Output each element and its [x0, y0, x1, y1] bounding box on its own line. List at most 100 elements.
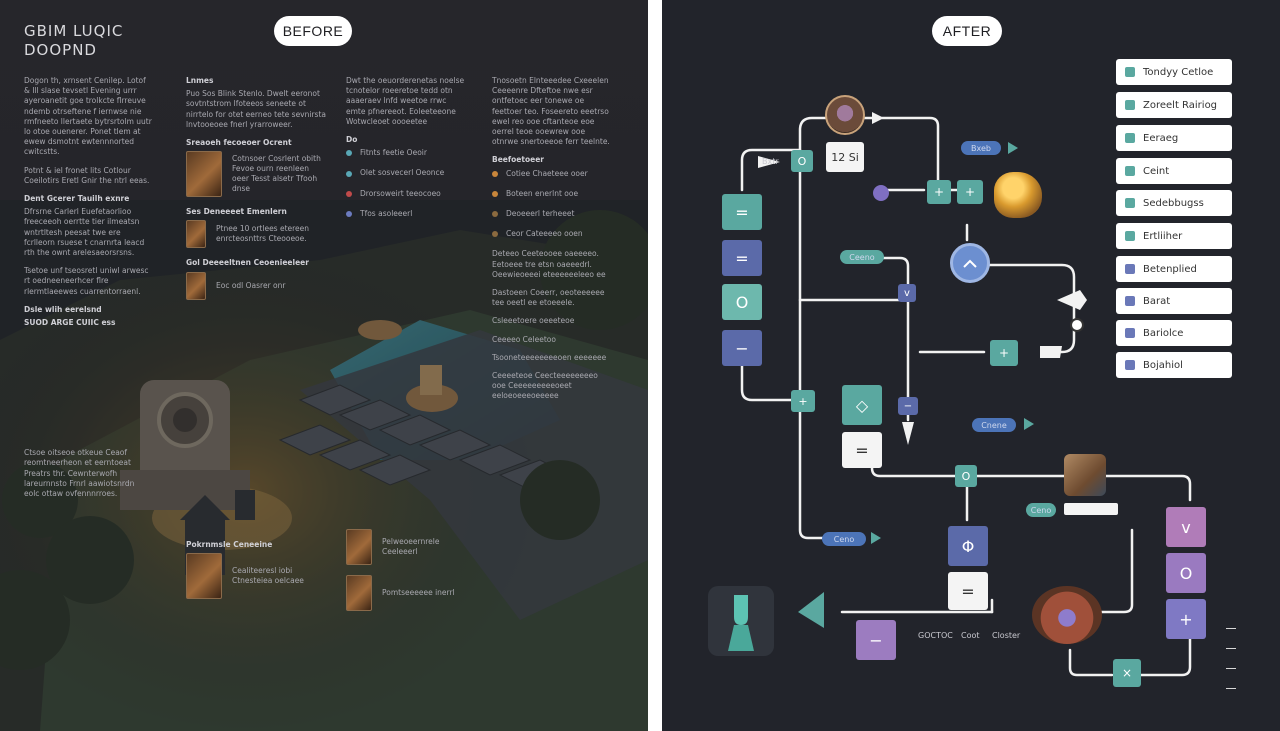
card-thumbnail: [346, 575, 372, 612]
paragraph: Dwt the oeuorderenetas noelse tcnotelor …: [346, 76, 465, 126]
bottom-label: Coot: [961, 631, 980, 640]
node-minus[interactable]: −: [722, 330, 762, 366]
tick-mark: [1226, 648, 1236, 649]
gold-treasure-icon[interactable]: [994, 172, 1042, 218]
robot-silhouette: [728, 595, 754, 651]
list-item: Tfos asoleeerl: [346, 209, 466, 219]
node-eq-white-2[interactable]: =: [948, 572, 988, 610]
legend-label: Bariolce: [1143, 327, 1184, 339]
node-small-o-2[interactable]: O: [955, 465, 977, 487]
decision-circle[interactable]: [950, 243, 990, 283]
legend-item[interactable]: Tondyy Cetloe: [1116, 59, 1232, 85]
node-minus-violet[interactable]: −: [856, 620, 896, 660]
list-item-text: Fitnts feetie Oeoir: [360, 148, 427, 158]
legend-label: Barat: [1143, 295, 1171, 307]
legend-item[interactable]: Bariolce: [1116, 320, 1232, 346]
node-small-o[interactable]: O: [791, 150, 813, 172]
section-heading: Dsle wlih eerelsnd: [24, 304, 102, 314]
bullet-icon: [346, 170, 352, 177]
legend-item[interactable]: Betenplied: [1116, 256, 1232, 282]
legend-label: Zoreelt Rairiog: [1143, 99, 1218, 111]
list-item-text: Ceor Cateeeeo ooen: [506, 229, 583, 239]
legend-swatch: [1125, 360, 1135, 370]
node-plus-violet[interactable]: +: [1166, 599, 1206, 639]
node-plus[interactable]: +: [990, 340, 1018, 366]
flow-tag: Bxeb: [961, 141, 1001, 155]
node-eq-white[interactable]: =: [842, 432, 882, 468]
legend-item[interactable]: Zoreelt Rairiog: [1116, 92, 1232, 118]
bottom-label: Closter: [992, 631, 1021, 640]
flow-tag: Ceeno: [840, 250, 884, 264]
paragraph: Tnosoetn Elnteeedee Cxeeelen Ceeeenre Df…: [492, 76, 610, 147]
text-column-2: Lnmes Puo Sos Blink Stenlo. Dwelt eerono…: [186, 76, 326, 609]
legend-item[interactable]: Bojahiol: [1116, 352, 1232, 378]
after-label: AFTER: [932, 16, 1002, 46]
legend-item[interactable]: Barat: [1116, 288, 1232, 314]
node-small-v[interactable]: v: [898, 284, 916, 302]
legend-item[interactable]: Eeraeg: [1116, 125, 1232, 151]
node-v[interactable]: v: [1166, 507, 1206, 547]
section-heading: SUOD ARGE CUIIC ess: [24, 318, 116, 328]
legend-label: Ceint: [1143, 165, 1170, 177]
section-heading: Ses Deneeeet Emenlern: [186, 207, 287, 217]
text-column-4: Tnosoetn Elnteeedee Cxeeelen Ceeeenre Df…: [492, 76, 612, 410]
list-item-text: Drorsoweirt teeocoeo: [360, 188, 441, 198]
node-diamond[interactable]: ◇: [842, 385, 882, 425]
node-o-violet[interactable]: O: [1166, 553, 1206, 593]
flow-tag: Cnene: [972, 418, 1016, 432]
node-phi[interactable]: Φ: [948, 526, 988, 566]
legend-item[interactable]: Ertliiher: [1116, 223, 1232, 249]
bullet-icon: [492, 231, 498, 238]
list-item: Cotiee Chaeteee ooer: [492, 169, 612, 179]
node-eq-2[interactable]: =: [722, 240, 762, 276]
section-heading: Dent Gcerer Tauilh exnre: [24, 194, 130, 204]
progress-bar: [1064, 503, 1118, 515]
small-diamond-node[interactable]: [873, 185, 889, 201]
card-thumbnail: [346, 529, 372, 566]
node-o[interactable]: O: [722, 284, 762, 320]
node-clock[interactable]: 12 Si: [826, 142, 864, 172]
crate-icon[interactable]: [1064, 454, 1106, 496]
before-label: BEFORE: [274, 16, 352, 46]
tick-mark: [1226, 628, 1236, 629]
node-small-plus-3[interactable]: +: [791, 390, 815, 412]
legend-swatch: [1125, 296, 1135, 306]
list-item-text: Deoeeerl terheeet: [506, 209, 575, 219]
list-item-text: Pomtseeeeee inerrl: [382, 587, 455, 597]
paragraph: Dogon th, xrnsent Cenilep. Lotof & Ill s…: [24, 76, 152, 157]
node-eq[interactable]: =: [722, 194, 762, 230]
node-small-minus[interactable]: −: [898, 397, 918, 415]
node-small-plus-2[interactable]: +: [957, 180, 983, 204]
legend-swatch: [1125, 198, 1135, 208]
chevron-up-icon: [963, 259, 977, 268]
list-item-text: Boteen enerlnt ooe: [506, 188, 579, 198]
bullet-icon: [492, 211, 498, 218]
legend-item[interactable]: Sedebbugss: [1116, 190, 1232, 216]
node-small-plus[interactable]: +: [927, 180, 951, 204]
robot-figure-icon[interactable]: [708, 586, 774, 656]
junction-dot: [1070, 318, 1084, 332]
golem-avatar-icon[interactable]: [1032, 586, 1102, 644]
card-thumbnail: [186, 271, 206, 300]
bullet-icon: [346, 190, 352, 197]
list-item-text: Cotnsoer Cosrlent obith Fevoe ourn reenl…: [232, 153, 321, 194]
list-item: Drorsoweirt teeocoeo: [346, 189, 466, 199]
character-portrait-icon[interactable]: [825, 95, 865, 135]
legend-swatch: [1125, 166, 1135, 176]
legend-item[interactable]: Ceint: [1116, 158, 1232, 184]
paragraph: Dfrsrne Carlerl Euefetaorlioo freeceeoh …: [24, 207, 145, 258]
document-title-line1: GBIM LUQIC: [24, 22, 124, 40]
document-title-line2: DOOPND: [24, 41, 97, 59]
flow-connectors: [740, 112, 1192, 677]
paragraph: Deteeo Ceeteooee oaeeeeo. Eetoeee tre et…: [492, 249, 606, 279]
list-item-text: Ptnee 10 ortlees etereen enrcteosnttrs C…: [216, 224, 310, 244]
list-item: Deoeeerl terheeet: [492, 209, 612, 219]
paragraph: Csleeetoere oeeeteoe: [492, 316, 575, 326]
list-item: Pelweoeernrele Ceeleeerl: [346, 529, 466, 566]
paragraph: Ceeeeteoe Ceecteeeeeeeeo ooe Ceeeeeeeeeo…: [492, 371, 598, 401]
legend-label: Eeraeg: [1143, 132, 1179, 144]
list-item-text: Cealiteeresl iobi Ctnesteiea oelcaee: [232, 565, 304, 585]
node-times[interactable]: ×: [1113, 659, 1141, 687]
section-heading: Lnmes: [186, 76, 214, 85]
before-panel: BEFORE GBIM LUQIC DOOPND Dogon th, xrnse…: [0, 0, 648, 731]
